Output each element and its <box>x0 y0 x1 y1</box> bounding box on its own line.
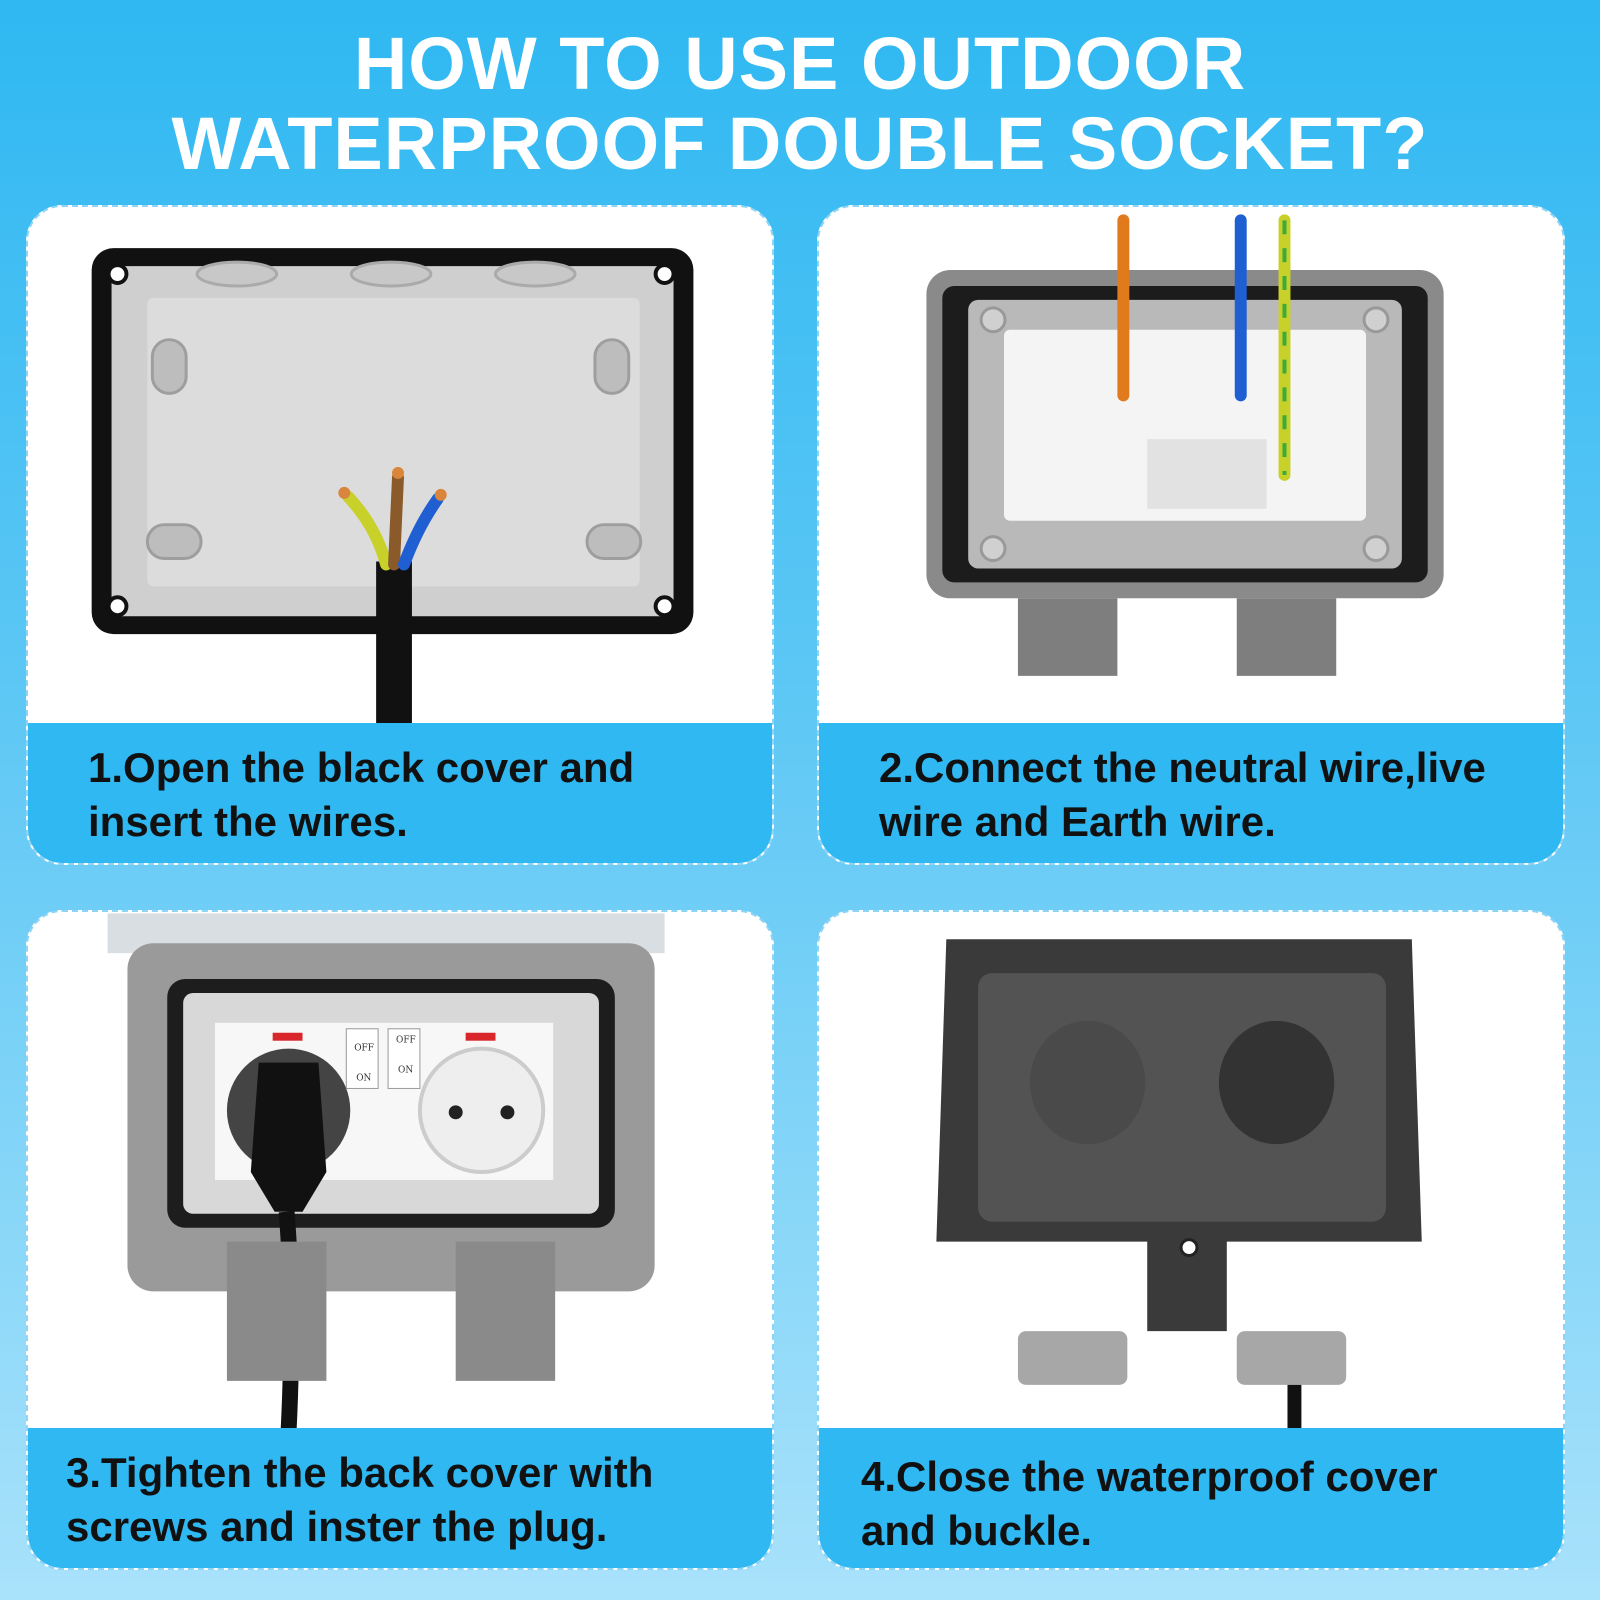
wired-socket-illustration <box>926 214 1444 676</box>
step-caption-1: 1.Open the black cover and insert the wi… <box>28 723 772 863</box>
step-4-line-1: 4.Close the waterproof cover <box>861 1453 1438 1500</box>
empty-box-illustration <box>91 248 694 726</box>
neutral-wire <box>398 492 444 571</box>
plug <box>250 1062 327 1212</box>
switch-on-label: ON <box>356 1073 371 1083</box>
socket-outlet-right <box>417 1046 546 1174</box>
screw <box>1362 306 1390 334</box>
step-2-line-1: 2.Connect the neutral wire,live <box>879 744 1486 791</box>
step-card-2: 2.Connect the neutral wire,live wire and… <box>817 205 1565 865</box>
switch-left <box>345 1028 379 1089</box>
step-caption-4: 4.Close the waterproof cover and buckle. <box>819 1428 1563 1568</box>
corner-screw-hole <box>106 595 129 618</box>
switch-right <box>387 1028 421 1089</box>
closed-cover-illustration <box>936 939 1422 1431</box>
buckle-left <box>1017 1331 1128 1385</box>
step-4-line-2: and buckle. <box>861 1507 1093 1554</box>
page-title: HOW TO USE OUTDOOR WATERPROOF DOUBLE SOC… <box>0 24 1600 184</box>
socket-back <box>1004 329 1367 521</box>
step-2-line-2: wire and Earth wire. <box>879 798 1276 845</box>
step-3-line-1: 3.Tighten the back cover with <box>66 1449 654 1496</box>
corner-screw-hole <box>653 263 676 285</box>
step-card-1: 1.Open the black cover and insert the wi… <box>26 205 774 865</box>
title-line-1: HOW TO USE OUTDOOR <box>353 22 1247 105</box>
cable <box>376 561 412 726</box>
step-1-line-1: 1.Open the black cover and <box>88 744 635 791</box>
step-3-line-2: screws and inster the plug. <box>66 1503 608 1550</box>
screw <box>979 306 1007 334</box>
buckle-right <box>455 1241 556 1381</box>
switch-off-label: OFF <box>396 1036 416 1046</box>
earth-wire <box>342 490 393 571</box>
socket-with-plug-illustration: OFF ON OFF ON <box>107 913 665 1432</box>
step-caption-2: 2.Connect the neutral wire,live wire and… <box>819 723 1563 863</box>
screw <box>979 535 1007 562</box>
buckle-right <box>1236 1331 1347 1385</box>
switch-on-label: ON <box>398 1066 413 1076</box>
indicator-light <box>272 1032 303 1041</box>
indicator-light <box>465 1032 496 1041</box>
title-line-2: WATERPROOF DOUBLE SOCKET? <box>171 102 1429 185</box>
step-card-4: 4.Close the waterproof cover and buckle. <box>817 910 1565 1570</box>
screw <box>1362 535 1390 562</box>
buckle-right <box>1236 598 1337 676</box>
live-wire <box>388 470 404 571</box>
buckle-left <box>1017 598 1118 676</box>
step-card-3: OFF ON OFF ON 3.Tighten the back cover w… <box>26 910 774 1570</box>
corner-screw-hole <box>653 595 676 618</box>
buckle-left <box>226 1241 327 1381</box>
step-caption-3: 3.Tighten the back cover with screws and… <box>28 1428 772 1568</box>
corner-screw-hole <box>106 263 129 285</box>
switch-off-label: OFF <box>354 1044 374 1054</box>
step-1-line-2: insert the wires. <box>88 798 408 845</box>
